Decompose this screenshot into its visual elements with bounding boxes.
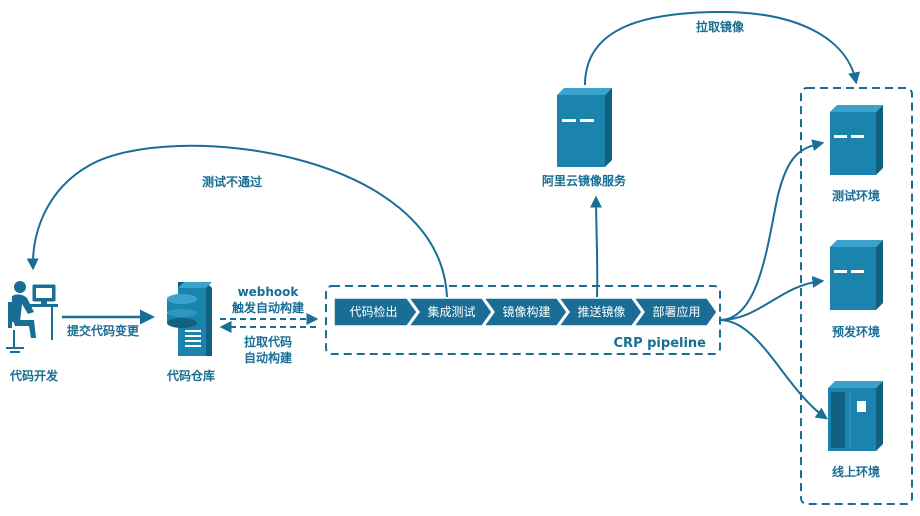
pipeline-stage-label: 镜像构建 bbox=[502, 304, 550, 319]
commit-label: 提交代码变更 bbox=[67, 323, 140, 338]
commit-arrow: 提交代码变更 bbox=[62, 309, 155, 338]
webhook-label-line2: 触发自动构建 bbox=[232, 300, 305, 315]
environment-staging-label: 预发环境 bbox=[832, 324, 880, 339]
pipeline-container: 代码检出 集成测试 镜像构建 推送镜像 部署应用 CRP pipeline bbox=[325, 285, 721, 355]
developer-at-desk-icon bbox=[6, 281, 58, 353]
pipeline-stage: 镜像构建 bbox=[482, 297, 568, 327]
developer-node: 代码开发 bbox=[6, 281, 59, 383]
server-tower-icon bbox=[830, 105, 883, 175]
pipeline-stage: 代码检出 bbox=[333, 297, 418, 327]
deploy-arrows bbox=[719, 139, 828, 420]
pipeline-stage-chevron bbox=[482, 297, 568, 327]
pull-code-label-line2: 自动构建 bbox=[244, 350, 293, 365]
pull-image-arrow: 拉取镜像 bbox=[584, 10, 861, 86]
test-fail-label: 测试不通过 bbox=[202, 174, 262, 189]
pipeline-stage-label: 推送镜像 bbox=[577, 304, 625, 319]
pipeline-stage-label: 集成测试 bbox=[427, 304, 475, 319]
pull-code-label-line1: 拉取代码 bbox=[244, 334, 292, 349]
registry-label: 阿里云镜像服务 bbox=[542, 173, 627, 188]
environment-production: 线上环境 bbox=[828, 381, 883, 479]
pipeline-stage: 推送镜像 bbox=[557, 297, 643, 327]
registry-node: 阿里云镜像服务 bbox=[542, 88, 627, 188]
pipeline-name: CRP pipeline bbox=[614, 336, 707, 351]
webhook-label-line1: webhook bbox=[238, 285, 300, 299]
environment-staging: 预发环境 bbox=[830, 240, 883, 339]
pipeline-stage-label: 代码检出 bbox=[349, 304, 397, 319]
database-server-icon bbox=[167, 282, 212, 356]
developer-label: 代码开发 bbox=[9, 368, 59, 383]
server-cabinet-icon bbox=[828, 381, 883, 451]
push-image-arrow bbox=[590, 195, 603, 298]
pipeline-stage-chevron bbox=[632, 297, 718, 327]
environment-test-label: 测试环境 bbox=[832, 188, 880, 203]
repository-label: 代码仓库 bbox=[166, 368, 215, 383]
pipeline-stage: 部署应用 bbox=[632, 297, 718, 327]
pipeline-stage: 集成测试 bbox=[407, 297, 493, 327]
server-tower-icon bbox=[557, 88, 612, 167]
repository-node: 代码仓库 bbox=[166, 282, 215, 383]
pipeline-stage-chevron bbox=[407, 297, 493, 327]
pipeline-stages: 代码检出 集成测试 镜像构建 推送镜像 部署应用 bbox=[333, 297, 718, 327]
webhook-arrow: webhook 触发自动构建 bbox=[220, 285, 319, 325]
pull-image-label: 拉取镜像 bbox=[696, 19, 745, 34]
environment-production-label: 线上环境 bbox=[832, 464, 880, 479]
pipeline-stage-label: 部署应用 bbox=[652, 304, 700, 319]
pipeline-stage-chevron bbox=[557, 297, 643, 327]
environment-test: 测试环境 bbox=[830, 105, 883, 203]
environments-container: 测试环境 预发环境 线上环境 bbox=[800, 87, 913, 505]
pull-code-arrow: 拉取代码 自动构建 bbox=[219, 321, 316, 365]
pipeline-stage-chevron bbox=[333, 297, 418, 327]
test-fail-loop: 测试不通过 bbox=[26, 144, 448, 298]
server-tower-icon bbox=[830, 240, 883, 310]
